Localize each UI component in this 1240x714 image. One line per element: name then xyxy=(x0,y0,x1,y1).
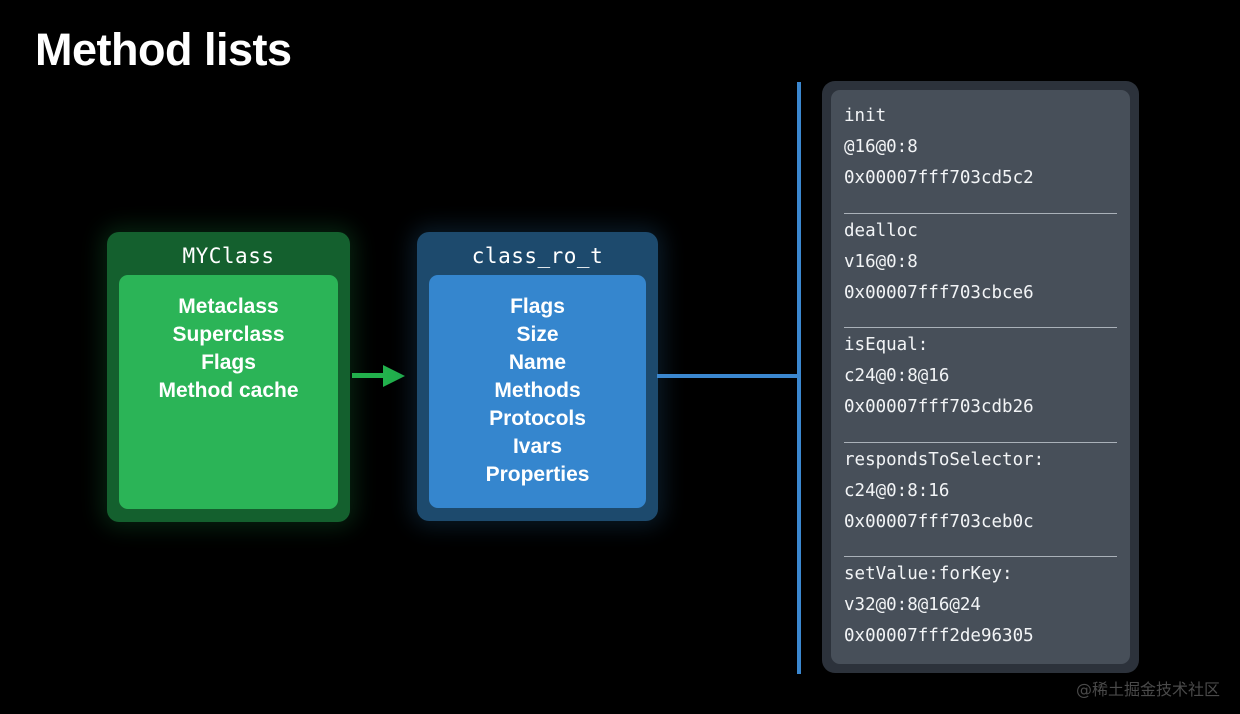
class-field: Metaclass xyxy=(178,295,279,318)
method-name: init xyxy=(844,106,887,126)
method-list-inner: init @16@0:8 0x00007fff703cd5c2 dealloc … xyxy=(831,90,1130,664)
method-type-encoding: v16@0:8 xyxy=(844,251,918,272)
class-field: Flags xyxy=(201,351,256,374)
method-list-item: init @16@0:8 0x00007fff703cd5c2 xyxy=(844,99,1117,197)
methods-vertical-connector xyxy=(797,82,801,674)
class-ro-t-field: Properties xyxy=(485,463,590,486)
method-imp-address: 0x00007fff703ceb0c xyxy=(844,511,1034,532)
class-ro-t-field: Methods xyxy=(494,379,581,402)
method-type-encoding: c24@0:8@16 xyxy=(844,366,950,386)
methods-horizontal-connector xyxy=(657,374,801,378)
method-name: isEqual: xyxy=(844,335,929,355)
class-struct-box: MYClass Metaclass Superclass Flags Metho… xyxy=(107,232,350,522)
class-ro-t-field: Name xyxy=(508,351,567,374)
method-type-encoding: @16@0:8 xyxy=(844,137,918,157)
method-type-encoding: c24@0:8:16 xyxy=(844,480,950,501)
method-imp-address: 0x00007fff703cbce6 xyxy=(844,282,1034,303)
class-ro-t-struct-fields: Flags Size Name Methods Protocols Ivars … xyxy=(429,275,646,508)
method-imp-address: 0x00007fff703cdb26 xyxy=(844,397,1034,417)
class-ro-t-field: Protocols xyxy=(489,407,586,430)
method-type-encoding: v32@0:8@16@24 xyxy=(844,595,981,615)
page-title: Method lists xyxy=(35,24,292,75)
class-ro-t-field: Size xyxy=(516,323,559,346)
method-name: setValue:forKey: xyxy=(844,564,1013,584)
class-ro-t-field: Ivars xyxy=(512,435,563,458)
method-name: respondsToSelector: xyxy=(844,449,1045,470)
method-name: dealloc xyxy=(844,220,918,241)
method-list-item: isEqual: c24@0:8@16 0x00007fff703cdb26 xyxy=(844,327,1117,426)
class-field: Method cache xyxy=(158,379,299,402)
class-struct-title: MYClass xyxy=(182,244,275,268)
watermark: @稀土掘金技术社区 xyxy=(1075,680,1220,699)
class-ro-t-field: Flags xyxy=(510,295,565,318)
class-ro-t-struct-title: class_ro_t xyxy=(471,244,604,268)
method-imp-address: 0x00007fff703cd5c2 xyxy=(844,168,1034,188)
method-list-item: setValue:forKey: v32@0:8@16@24 0x00007ff… xyxy=(844,556,1117,655)
class-struct-fields: Metaclass Superclass Flags Method cache xyxy=(119,275,338,509)
class-ro-t-struct-box: class_ro_t Flags Size Name Methods Proto… xyxy=(417,232,658,521)
green-arrow-line xyxy=(352,373,397,378)
method-list-panel: init @16@0:8 0x00007fff703cd5c2 dealloc … xyxy=(822,81,1139,673)
class-field: Superclass xyxy=(172,323,285,346)
method-list-item: respondsToSelector: c24@0:8:16 0x00007ff… xyxy=(844,441,1117,541)
method-imp-address: 0x00007fff2de96305 xyxy=(844,626,1034,646)
method-list-item: dealloc v16@0:8 0x00007fff703cbce6 xyxy=(844,212,1117,312)
green-arrow-head-icon xyxy=(383,365,405,387)
